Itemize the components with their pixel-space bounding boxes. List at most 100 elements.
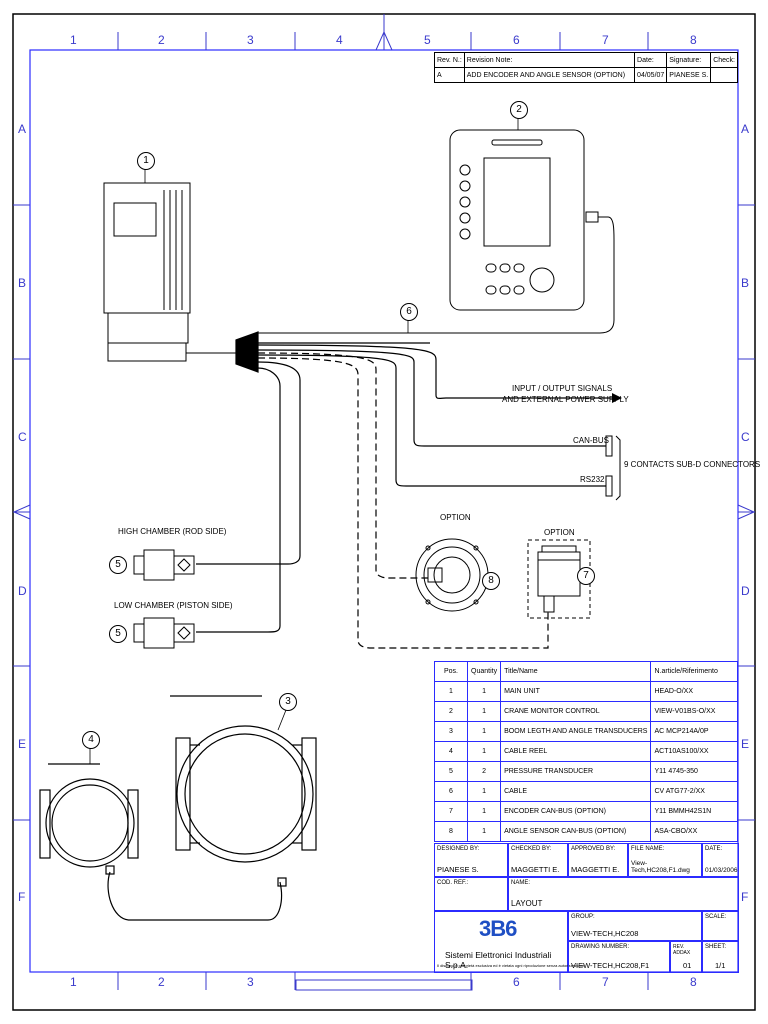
row-label-e: E: [18, 737, 27, 751]
subd-brace: [615, 435, 621, 501]
angle-sensor-drawing: [415, 538, 489, 612]
high-chamber-label: HIGH CHAMBER (ROD SIDE): [118, 527, 227, 536]
column-label-2: 2: [158, 33, 165, 47]
bom-ref: VIEW-V01BS-O/XX: [650, 701, 738, 722]
canbus-label: CAN-BUS: [573, 436, 610, 445]
io-signals-label-1: INPUT / OUTPUT SIGNALS: [512, 384, 613, 393]
callout-5-high: 5: [109, 556, 127, 574]
revision-header-date: Date:: [634, 52, 668, 68]
table-row: 2 1 CRANE MONITOR CONTROL VIEW-V01BS-O/X…: [434, 701, 738, 722]
bom-qty: 1: [466, 801, 502, 822]
bom-title: BOOM LEGTH AND ANGLE TRANSDUCERS: [500, 721, 652, 742]
revision-header-check: Check:: [710, 52, 738, 68]
bom-ref: CV ATG77-2/XX: [650, 781, 738, 802]
callout-4: 4: [82, 731, 100, 749]
main-unit-drawing: [103, 182, 236, 362]
revision-header-note: Revision Note:: [463, 52, 636, 68]
bom-ref: Y11 4745-350: [650, 761, 738, 782]
drawing-number-value: VIEW-TECH,HC208,F1: [571, 961, 650, 970]
name-key: NAME:: [511, 880, 531, 886]
callout-6: 6: [400, 303, 418, 321]
bom-title: CABLE: [500, 781, 652, 802]
option-label-encoder: OPTION: [544, 528, 575, 537]
bom-pos: 3: [434, 721, 468, 742]
table-row: 4 1 CABLE REEL ACT10AS100/XX: [434, 741, 738, 762]
bom-title: MAIN UNIT: [500, 681, 652, 702]
rs232-label: RS232: [580, 475, 605, 484]
cable-bundle: [196, 331, 612, 633]
callout-1: 1: [137, 152, 155, 170]
bom-pos: 6: [434, 781, 468, 802]
cod-ref-cell: COD. REF.:: [434, 877, 508, 911]
group-cell: GROUP: VIEW-TECH,HC208: [568, 911, 702, 941]
bom-title: PRESSURE TRANSDUCER: [500, 761, 652, 782]
date-key: DATE:: [705, 846, 723, 852]
low-chamber-label: LOW CHAMBER (PISTON SIDE): [114, 601, 233, 610]
designed-by-value: PIANESE S.: [437, 865, 479, 874]
revision-signature: PIANESE S.: [666, 67, 712, 83]
column-label-8: 8: [690, 33, 697, 47]
column-label-2-bottom: 2: [158, 975, 165, 989]
revision-header-signature: Signature:: [666, 52, 712, 68]
company-legal: Il disegno è proprietà esclusiva ed è vi…: [437, 963, 585, 968]
designed-by-cell: DESIGNED BY: PIANESE S.: [434, 843, 508, 877]
table-row: 6 1 CABLE CV ATG77-2/XX: [434, 781, 738, 802]
option-label-angle: OPTION: [440, 513, 471, 522]
bom-qty: 2: [466, 761, 502, 782]
bom-qty: 1: [466, 781, 502, 802]
approved-by-key: APPROVED BY:: [571, 846, 616, 852]
bom-title: CRANE MONITOR CONTROL: [500, 701, 652, 722]
checked-by-key: CHECKED BY:: [511, 846, 552, 852]
table-row: 5 2 PRESSURE TRANSDUCER Y11 4745-350: [434, 761, 738, 782]
revision-header-rev: Rev. N.:: [434, 52, 465, 68]
bom-title: ENCODER CAN-BUS (OPTION): [500, 801, 652, 822]
scale-cell: SCALE:: [702, 911, 739, 941]
approved-by-value: MAGGETTI E.: [571, 865, 620, 874]
callout-5-low: 5: [109, 625, 127, 643]
column-label-1: 1: [70, 33, 77, 47]
pressure-transducer-high: [133, 549, 195, 581]
row-label-d: D: [18, 584, 27, 598]
table-row: 3 1 BOOM LEGTH AND ANGLE TRANSDUCERS AC …: [434, 721, 738, 742]
company-cell: 3B6 Sistemi Elettronici Industriali S.p.…: [434, 911, 584, 973]
bom-header-title: Title/Name: [500, 661, 652, 682]
column-label-3-bottom: 3: [247, 975, 254, 989]
row-label-f: F: [18, 890, 26, 904]
column-label-7-bottom: 7: [602, 975, 609, 989]
bill-of-materials: Pos. Quantity Title/Name N.article/Rifer…: [434, 661, 738, 842]
bom-qty: 1: [466, 721, 502, 742]
row-label-a: A: [18, 122, 27, 136]
callout-leaders: [89, 118, 519, 764]
drawing-number-key: DRAWING NUMBER:: [571, 944, 630, 950]
revision-rev: A: [434, 67, 465, 83]
display-unit-drawing: [258, 129, 615, 334]
column-label-6-bottom: 6: [513, 975, 520, 989]
io-signals-label-2: AND EXTERNAL POWER SUPPLY: [502, 395, 629, 404]
group-key: GROUP:: [571, 914, 595, 920]
logo-text: 3B6: [479, 916, 517, 941]
bom-pos: 5: [434, 761, 468, 782]
revision-date: 04/05/07: [634, 67, 668, 83]
scale-key: SCALE:: [705, 914, 727, 920]
name-cell: NAME: LAYOUT: [508, 877, 739, 911]
centering-marks: [12, 14, 756, 991]
file-name-value: View-Tech,HC208,F1.dwg: [631, 860, 690, 874]
table-row: 8 1 ANGLE SENSOR CAN-BUS (OPTION) ASA-CB…: [434, 821, 738, 842]
sheet-value: 1/1: [715, 961, 726, 970]
drawing-number-cell: DRAWING NUMBER: VIEW-TECH,HC208,F1: [568, 941, 670, 973]
column-label-8-bottom: 8: [690, 975, 697, 989]
bom-qty: 1: [466, 821, 502, 842]
column-label-6: 6: [513, 33, 520, 47]
zone-ticks: [13, 32, 755, 990]
big-cable-reel-drawing: [170, 695, 317, 863]
revision-note: ADD ENCODER AND ANGLE SENSOR (OPTION): [463, 67, 636, 83]
row-label-b-right: B: [741, 276, 750, 290]
company-name: Sistemi Elettronici Industriali S.p.A.: [445, 950, 552, 970]
canbus-connector: [605, 435, 613, 457]
revision-table: Rev. N.: Revision Note: Date: Signature:…: [434, 52, 738, 83]
row-label-b: B: [18, 276, 27, 290]
bom-pos: 2: [434, 701, 468, 722]
revision-check: [710, 67, 738, 83]
bom-ref: ACT10AS100/XX: [650, 741, 738, 762]
